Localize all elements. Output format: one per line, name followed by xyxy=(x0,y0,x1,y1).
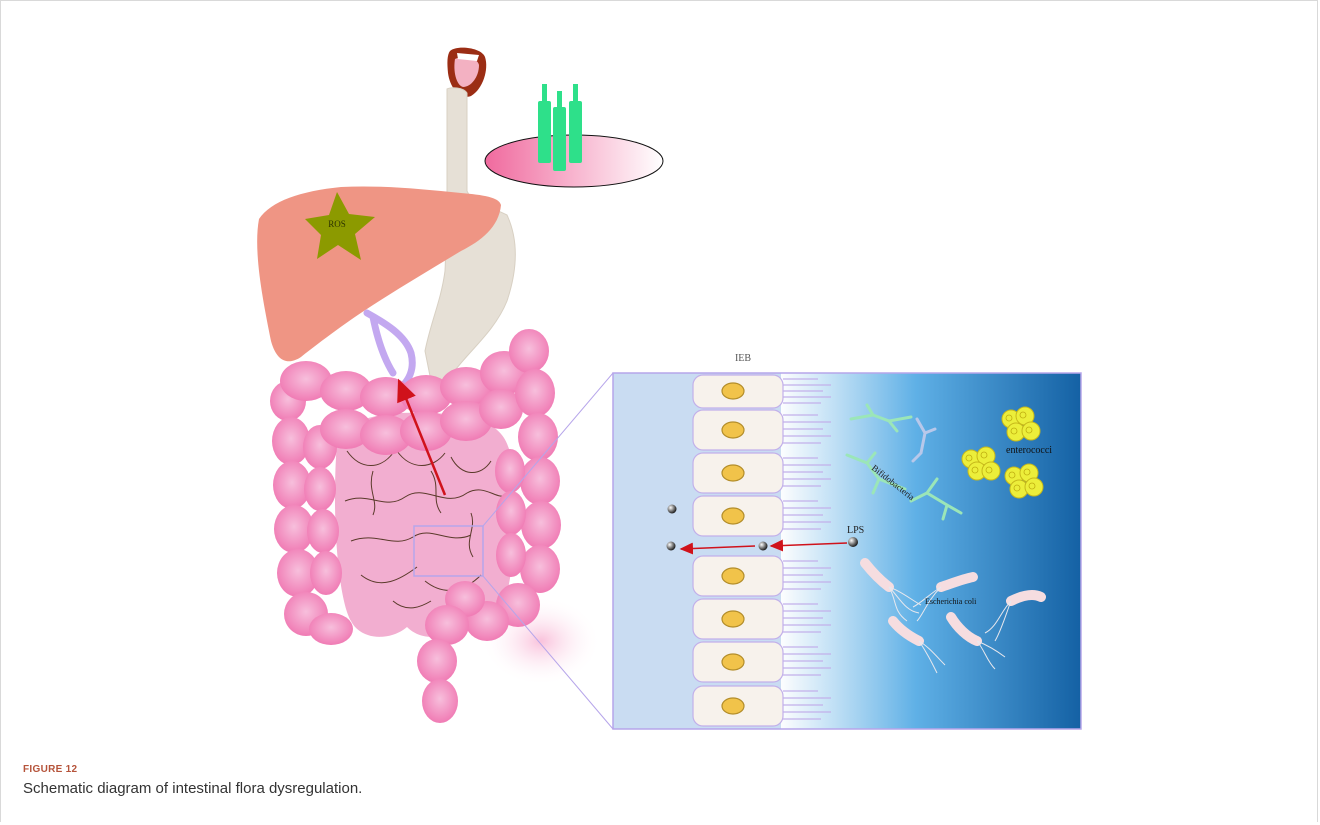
enterococci-label: enterococci xyxy=(1006,445,1052,456)
intestinal-flora-diagram: ROS xyxy=(1,1,1320,761)
figure-number: FIGURE 12 xyxy=(23,764,77,775)
ros-label: ROS xyxy=(328,219,346,229)
ieb-label: IEB xyxy=(735,353,751,364)
figure-caption: Schematic diagram of intestinal flora dy… xyxy=(23,780,362,797)
lps-label: LPS xyxy=(847,525,864,536)
probiotic-bottles-icon xyxy=(538,84,582,171)
escherichia-coli-label: Escherichia coli xyxy=(925,597,977,606)
